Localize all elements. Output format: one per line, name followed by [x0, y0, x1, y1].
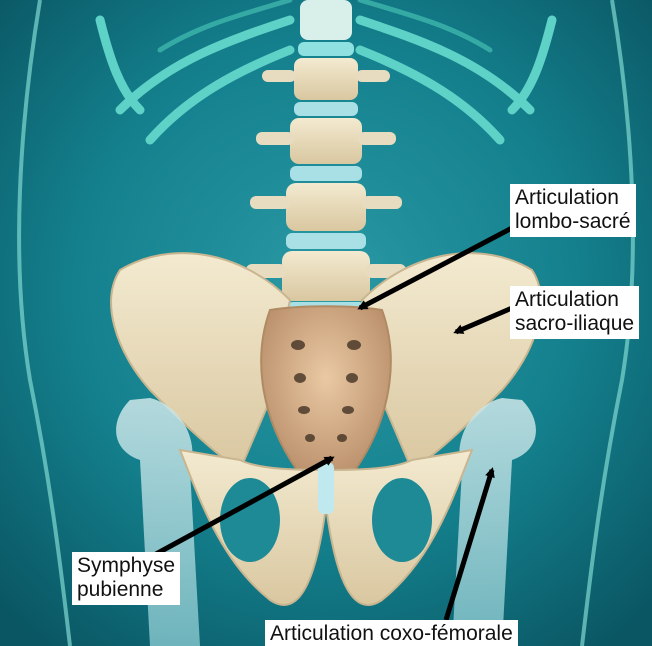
right-obturator-foramen — [372, 478, 432, 562]
label-coxo-line1: Articulation coxo-fémorale — [270, 622, 513, 646]
label-lombo-line2: lombo-sacré — [515, 210, 631, 234]
label-sacro-line1: Articulation — [515, 288, 634, 312]
label-sacro-line2: sacro-iliaque — [515, 312, 634, 336]
label-symphyse-line2: pubienne — [77, 578, 175, 602]
label-lombo-sacre: Articulation lombo-sacré — [510, 184, 636, 237]
label-sacro-iliaque: Articulation sacro-iliaque — [510, 286, 639, 339]
label-coxo-femorale: Articulation coxo-fémorale — [265, 620, 518, 646]
label-symphyse-pubienne: Symphyse pubienne — [72, 552, 180, 605]
label-lombo-line1: Articulation — [515, 186, 631, 210]
pubic-symphysis — [318, 462, 334, 514]
label-symphyse-line1: Symphyse — [77, 554, 175, 578]
